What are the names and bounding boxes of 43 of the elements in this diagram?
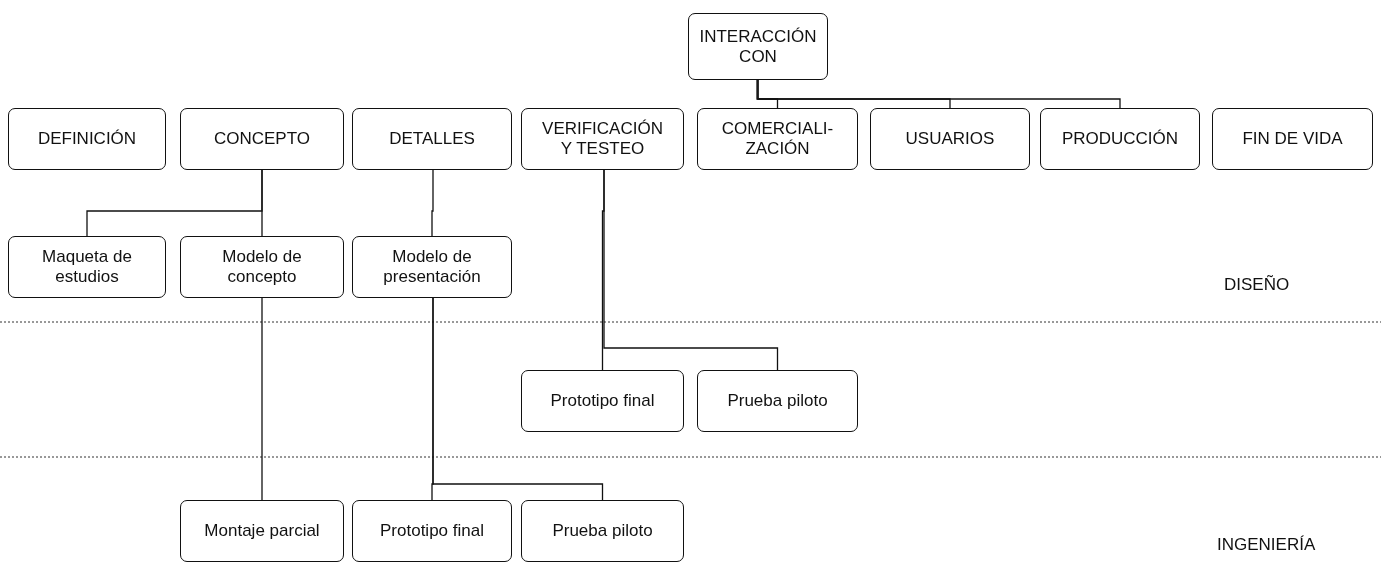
process-box (352, 500, 512, 562)
process-box (180, 108, 344, 170)
box-label: Modelo de concepto (221, 247, 303, 287)
process-box (521, 500, 684, 562)
process-box (180, 500, 344, 562)
box-label: COMERCIALI-ZACIÓN (720, 119, 835, 159)
process-box (1040, 108, 1200, 170)
box-label: Prototipo final (550, 391, 655, 411)
box-label: Prototipo final (380, 521, 484, 541)
process-box (688, 13, 828, 80)
box-label: Prueba piloto (727, 391, 828, 411)
section-label: INGENIERÍA (1217, 535, 1316, 555)
process-box (8, 108, 166, 170)
process-box (352, 236, 512, 298)
box-label: USUARIOS (905, 129, 995, 149)
connector-line (756, 79, 779, 109)
process-box (697, 108, 858, 170)
connector-line (603, 169, 779, 371)
process-box (521, 370, 684, 432)
box-label: CONCEPTO (213, 129, 310, 149)
box-label: DETALLES (389, 129, 475, 149)
process-box (521, 108, 684, 170)
connector-line (261, 169, 263, 237)
section-label: DISEÑO (1224, 275, 1290, 295)
process-box (870, 108, 1030, 170)
box-label: Modelo de presentación (382, 247, 482, 287)
process-box (180, 236, 344, 298)
box-label: VERIFICACIÓN Y TESTEO (541, 119, 664, 159)
process-box (697, 370, 858, 432)
process-box (8, 236, 166, 298)
box-label: Montaje parcial (204, 521, 320, 541)
connector-line (261, 297, 263, 501)
connector-line (432, 297, 604, 501)
box-label: DEFINICIÓN (37, 129, 137, 149)
box-label: FIN DE VIDA (1242, 129, 1343, 149)
box-label: Maqueta de estudios (41, 247, 133, 287)
process-box (1212, 108, 1373, 170)
connector-line (757, 79, 1121, 109)
connector-line (431, 169, 434, 237)
box-label: Prueba piloto (552, 521, 653, 541)
box-label: INTERACCIÓN CON (698, 26, 818, 67)
box-label: PRODUCCIÓN (1061, 129, 1179, 149)
process-box (352, 108, 512, 170)
